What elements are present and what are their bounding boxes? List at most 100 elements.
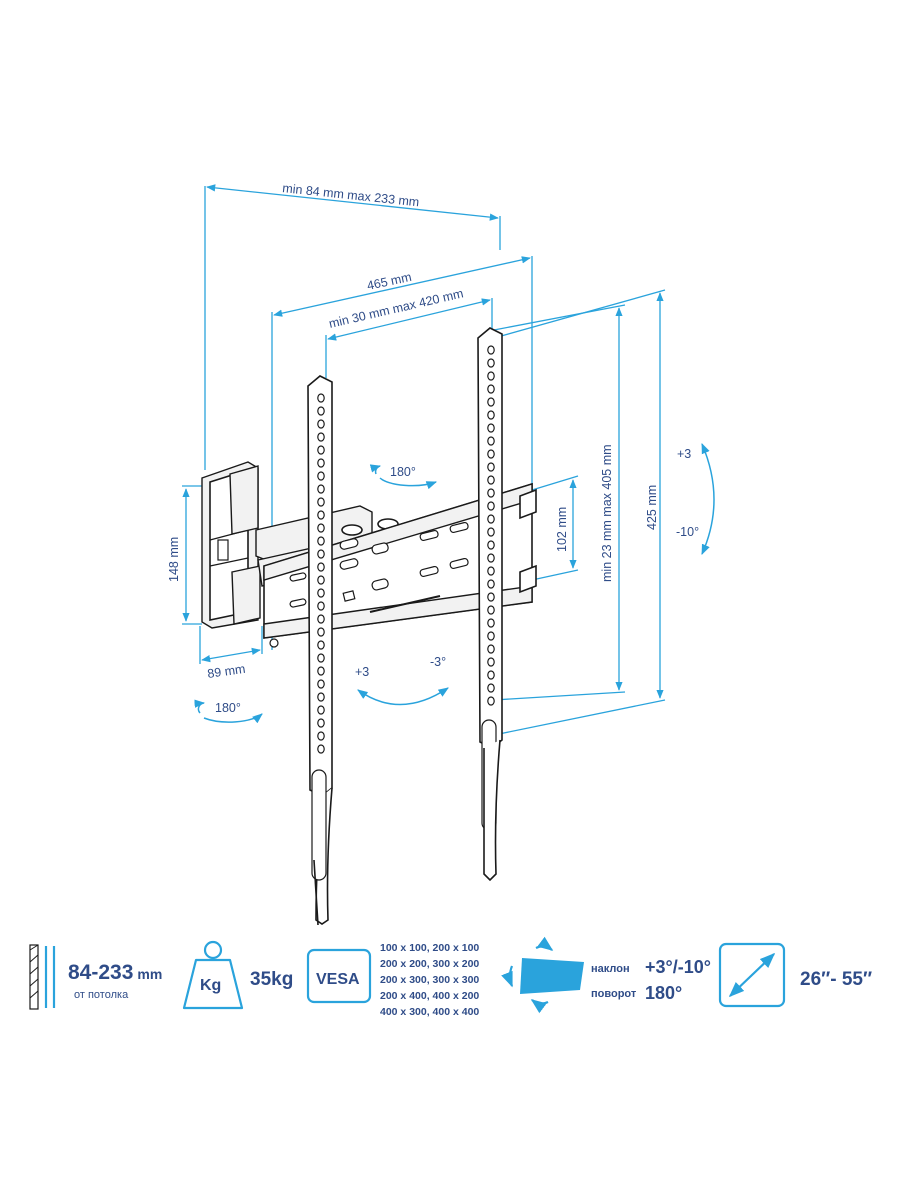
dim-wall-depth: min 84 mm max 233 mm: [282, 181, 420, 209]
dim-rail-height: 102 mm: [555, 507, 569, 552]
wall-distance-value: 84-233: [68, 961, 133, 984]
bracket-hole: [317, 562, 325, 572]
bracket-hole: [487, 514, 495, 524]
bracket-hole: [317, 432, 325, 442]
dimension-lines: [182, 184, 666, 736]
rotation-indicators: [194, 443, 715, 724]
bracket-hole: [487, 631, 495, 641]
swivel-top-label: 180°: [390, 465, 416, 479]
tilt-value: +3°/-10°: [645, 957, 711, 977]
tilt-right-plus-label: +3: [677, 447, 691, 461]
bracket-hole: [487, 670, 495, 680]
vertical-bracket-left: [307, 375, 333, 926]
tilt-swivel-icon: [501, 936, 584, 1014]
bracket-hole: [487, 683, 495, 693]
bracket-hole: [487, 436, 495, 446]
bracket-hole: [317, 419, 325, 429]
dim-bracket-height: 425 mm: [645, 485, 659, 530]
bracket-hole: [487, 345, 495, 355]
tilt-right-minus-label: -10°: [676, 525, 699, 539]
bracket-hole: [487, 488, 495, 498]
vesa-line-5: 400 x 300, 400 x 400: [380, 1006, 479, 1018]
weight-icon-label: Kg: [200, 977, 221, 994]
bracket-hole: [317, 497, 325, 507]
bracket-hole: [487, 397, 495, 407]
diagonal-icon: [718, 942, 786, 1008]
vertical-bracket-right: [477, 327, 503, 882]
bracket-hole: [317, 510, 325, 520]
bracket-hole: [317, 575, 325, 585]
bracket-hole: [487, 605, 495, 615]
vesa-line-4: 200 x 400, 400 x 200: [380, 990, 479, 1002]
bracket-hole: [487, 449, 495, 459]
bracket-hole: [317, 640, 325, 650]
wall-distance-unit: mm: [137, 966, 162, 982]
vesa-line-2: 200 x 200, 300 x 200: [380, 958, 479, 970]
vesa-line-3: 200 x 300, 300 x 300: [380, 974, 479, 986]
bracket-hole: [487, 423, 495, 433]
bracket-hole: [487, 527, 495, 537]
spec-motion: наклон +3°/-10° поворот 180°: [501, 936, 711, 1014]
bracket-hole: [317, 679, 325, 689]
bracket-hole: [487, 696, 495, 706]
wall-distance-caption: от потолка: [74, 989, 129, 1001]
bracket-hole: [317, 536, 325, 546]
bracket-hole: [487, 462, 495, 472]
bracket-hole: [317, 731, 325, 741]
bracket-hole: [487, 657, 495, 667]
dim-vesa-horizontal: min 30 mm max 420 mm: [328, 286, 465, 331]
bracket-hole: [487, 553, 495, 563]
bracket-hole: [317, 601, 325, 611]
screen-size-value: 26″- 55″: [800, 969, 872, 990]
bracket-hole: [317, 718, 325, 728]
bracket-hole: [317, 653, 325, 663]
bracket-hole: [317, 744, 325, 754]
bracket-hole: [317, 614, 325, 624]
bracket-hole: [317, 523, 325, 533]
bracket-hole: [317, 588, 325, 598]
swivel-label: поворот: [591, 988, 637, 1000]
bracket-hole: [317, 393, 325, 403]
bracket-hole: [487, 579, 495, 589]
bracket-hole: [487, 618, 495, 628]
tilt-left-minus-label: -3°: [430, 655, 446, 669]
bracket-hole: [317, 692, 325, 702]
bracket-hole: [487, 384, 495, 394]
bracket-hole: [317, 666, 325, 676]
bracket-hole: [317, 445, 325, 455]
tilt-left-plus-label: +3: [355, 665, 369, 679]
wall-plate: [201, 461, 261, 629]
bracket-hole: [487, 566, 495, 576]
vesa-icon-label: VESA: [316, 971, 360, 988]
bracket-hole: [487, 592, 495, 602]
wall-distance-icon: [29, 944, 56, 1010]
spec-vesa: VESA 100 x 100, 200 x 100 200 x 200, 300…: [306, 942, 479, 1018]
bracket-hole: [487, 371, 495, 381]
bracket-hole: [487, 540, 495, 550]
bracket-holes: [317, 345, 495, 754]
dim-wall-plate-width: 89 mm: [206, 662, 246, 681]
bracket-hole: [487, 501, 495, 511]
bracket-hole: [317, 406, 325, 416]
bracket-hole: [487, 475, 495, 485]
bracket-hole: [487, 644, 495, 654]
load-value: 35kg: [250, 969, 293, 990]
bracket-hole: [487, 410, 495, 420]
bracket-hole: [317, 705, 325, 715]
spec-load: Kg 35kg: [182, 940, 293, 1010]
bracket-hole: [487, 358, 495, 368]
bracket-hole: [317, 627, 325, 637]
dim-vesa-vertical: min 23 mm max 405 mm: [600, 444, 614, 582]
swivel-bottom-label: 180°: [215, 701, 241, 715]
swivel-value: 180°: [645, 983, 682, 1003]
dim-wall-plate-height: 148 mm: [167, 537, 181, 582]
bracket-hole: [317, 549, 325, 559]
bracket-hole: [317, 471, 325, 481]
bracket-hole: [317, 458, 325, 468]
tilt-label: наклон: [591, 963, 630, 975]
bracket-hole: [317, 484, 325, 494]
spec-screen-size: 26″- 55″: [718, 942, 872, 1008]
